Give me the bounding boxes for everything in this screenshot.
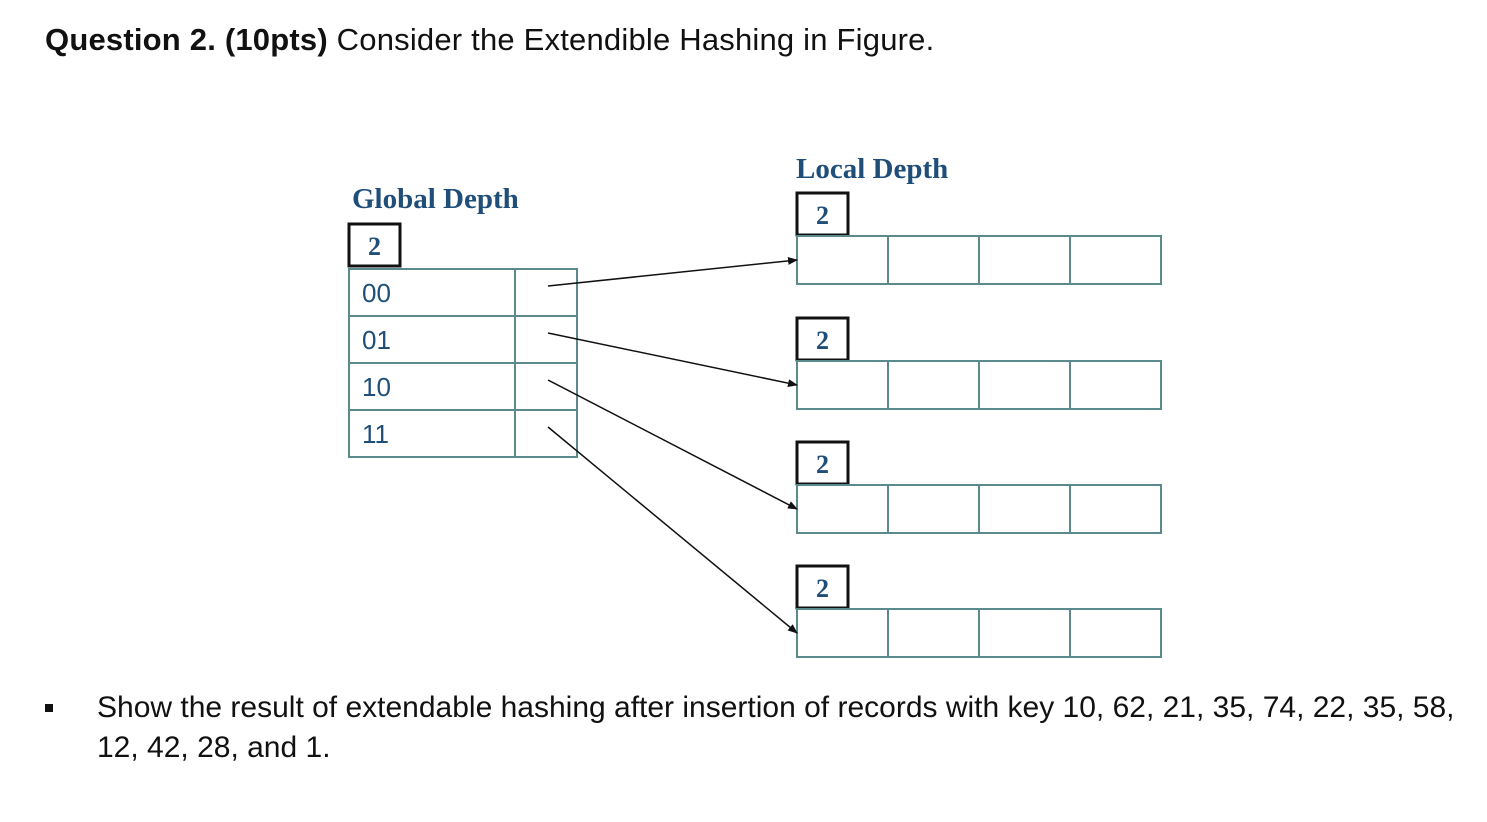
bucket-slot <box>1069 608 1162 658</box>
local-depth-value: 2 <box>816 326 829 355</box>
local-depth-box <box>795 316 850 362</box>
directory-pointer-cell <box>514 268 578 317</box>
global-depth-label: Global Depth <box>352 183 519 215</box>
pointer-arrow <box>547 256 798 287</box>
bucket-slot <box>887 360 980 410</box>
directory-pointer-cell <box>514 315 578 364</box>
question-heading: Question 2. (10pts) Consider the Extendi… <box>45 22 934 58</box>
question-label: Question 2. (10pts) <box>45 22 328 57</box>
bucket-slot <box>887 235 980 285</box>
directory-key: 11 <box>362 419 389 449</box>
bucket-slot <box>1069 484 1162 534</box>
bucket-list: 2 2 2 2 <box>795 191 1162 658</box>
bucket-slot <box>796 360 889 410</box>
extendible-hashing-diagram: Global Depth 2 Local Depth 00 01 10 11 2 2 2 2 <box>347 153 1162 658</box>
directory-table: 00 01 10 11 <box>348 268 578 458</box>
pointer-arrows <box>547 256 798 634</box>
bucket-slot <box>1069 360 1162 410</box>
directory-key: 10 <box>362 372 391 402</box>
directory-key: 00 <box>362 278 391 308</box>
local-depth-box <box>795 191 850 237</box>
global-depth-box <box>347 222 402 268</box>
directory-pointer-cell <box>514 409 578 458</box>
local-depth-value: 2 <box>816 201 829 230</box>
question-text: Consider the Extendible Hashing in Figur… <box>327 22 935 57</box>
bucket-slot <box>978 360 1071 410</box>
pointer-arrow <box>547 426 798 634</box>
bucket-slot <box>796 235 889 285</box>
bucket-slot <box>1069 235 1162 285</box>
bucket-slot <box>978 484 1071 534</box>
global-depth-value: 2 <box>368 232 381 261</box>
bucket-slot <box>978 608 1071 658</box>
bucket-slot <box>978 235 1071 285</box>
bullet-marker <box>45 704 53 712</box>
directory-key-cell <box>348 409 516 458</box>
directory-pointer-cell <box>514 362 578 411</box>
pointer-arrow <box>547 332 798 388</box>
local-depth-box <box>795 440 850 486</box>
bucket-slot <box>796 484 889 534</box>
directory-key: 01 <box>362 325 391 355</box>
task-text: Show the result of extendable hashing af… <box>97 691 1455 764</box>
bucket-slot <box>887 484 980 534</box>
local-depth-value: 2 <box>816 574 829 603</box>
local-depth-value: 2 <box>816 450 829 479</box>
pointer-arrow <box>547 379 798 510</box>
bucket-slot <box>887 608 980 658</box>
local-depth-label: Local Depth <box>796 153 948 185</box>
bucket-slot <box>796 608 889 658</box>
